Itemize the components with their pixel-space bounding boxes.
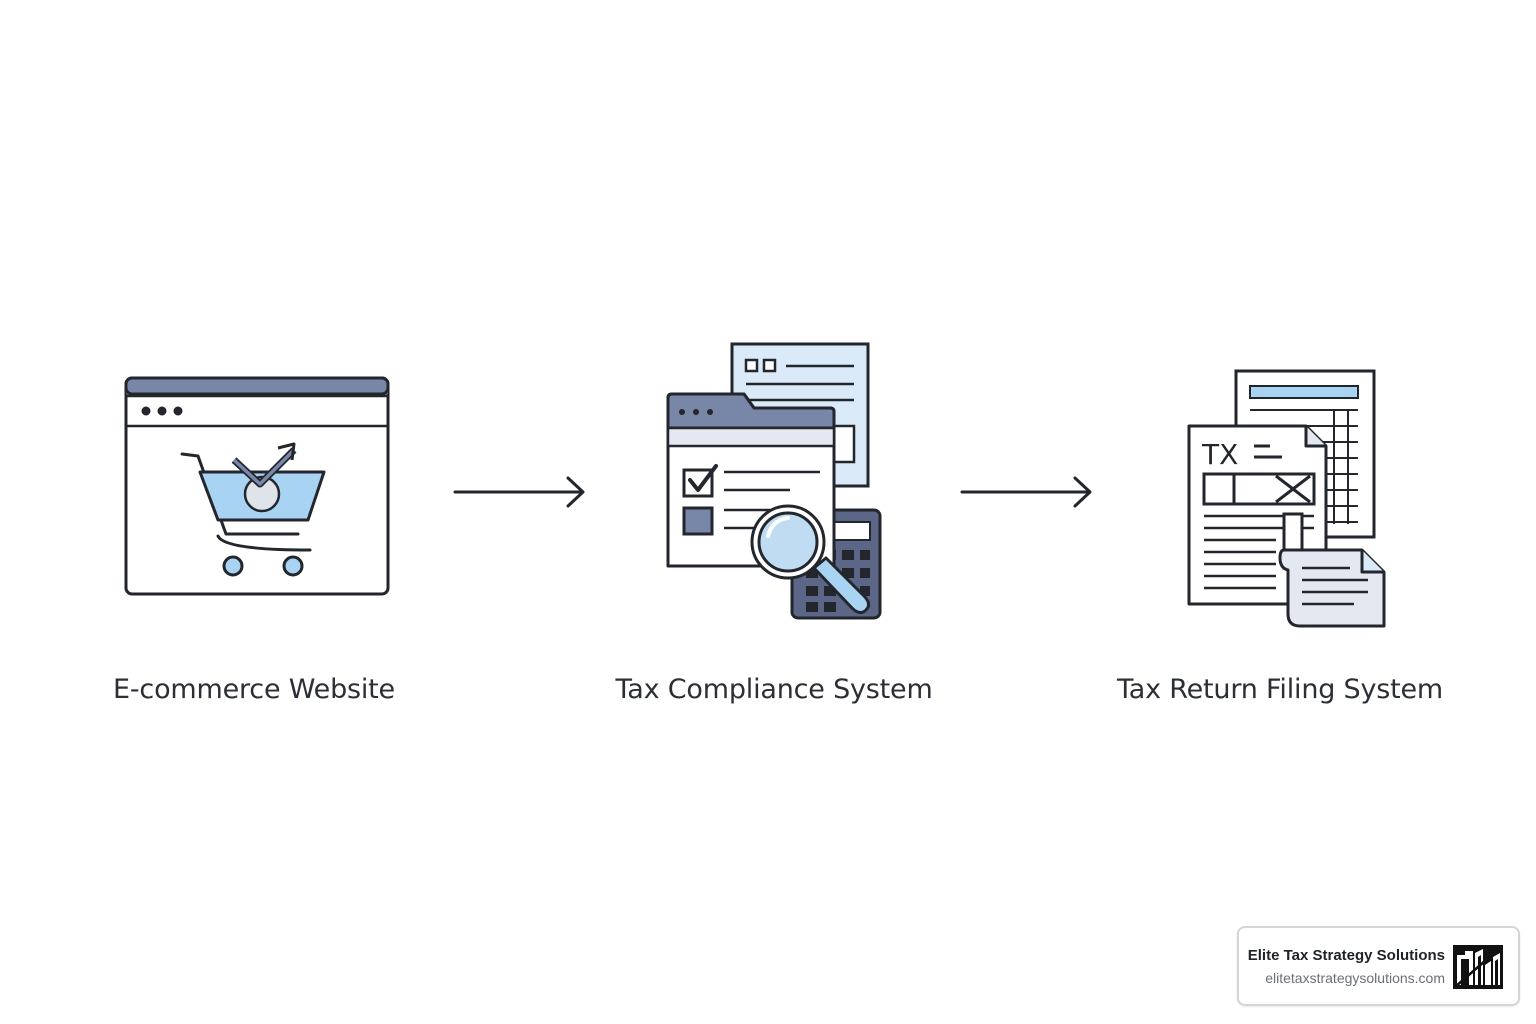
brand-url[interactable]: elitetaxstrategysolutions.com xyxy=(1265,970,1445,986)
brand-badge[interactable]: Elite Tax Strategy Solutions elitetaxstr… xyxy=(1237,926,1520,1006)
step-label-tax-compliance: Tax Compliance System xyxy=(615,674,933,705)
svg-text:TX: TX xyxy=(1201,438,1238,471)
arrow-right-icon xyxy=(453,476,585,508)
etss-logo-icon xyxy=(1453,945,1503,989)
step-label-tax-return-filing: Tax Return Filing System xyxy=(1116,674,1444,705)
brand-name: Elite Tax Strategy Solutions xyxy=(1247,947,1445,964)
tax-form-documents-icon: TX xyxy=(1187,369,1386,628)
arrow-right-icon xyxy=(960,476,1092,508)
step-label-ecommerce: E-commerce Website xyxy=(113,674,395,705)
shopping-cart-browser-icon xyxy=(124,376,390,596)
document-magnifier-calculator-icon xyxy=(666,342,882,620)
